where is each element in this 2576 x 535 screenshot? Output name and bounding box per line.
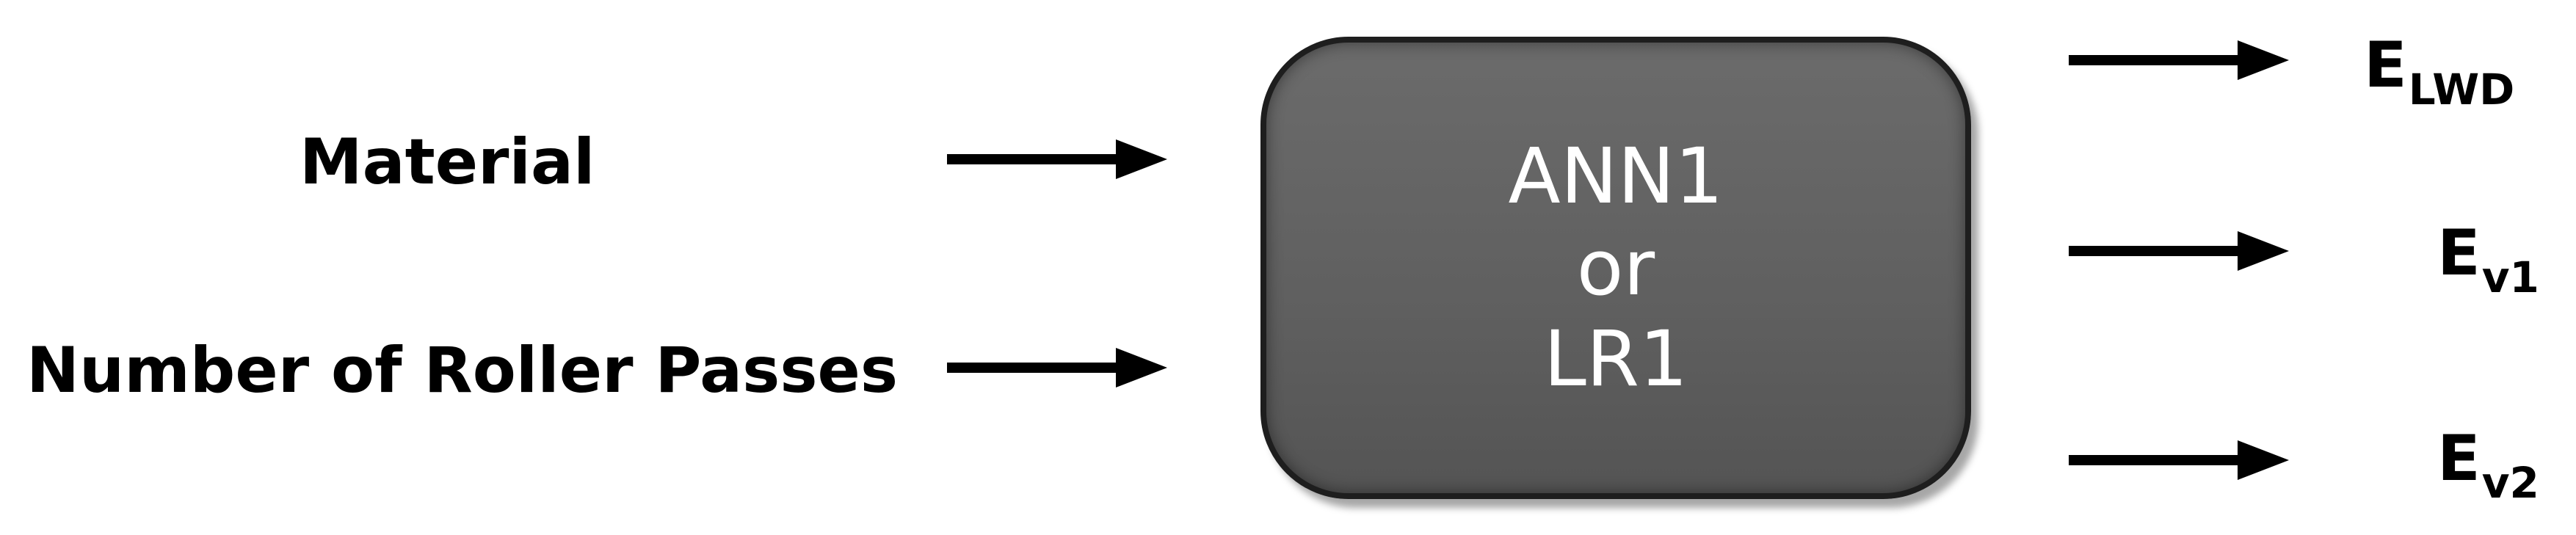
output-label-elwd-sub: LWD — [2408, 65, 2515, 114]
output-label-elwd-main: E — [2364, 29, 2407, 102]
model-label-ann1: ANN1 — [1508, 131, 1724, 221]
input-label-material: Material — [300, 125, 595, 199]
model-label-lr1: LR1 — [1543, 314, 1688, 404]
output-label-ev1: Ev1 — [2437, 222, 2539, 299]
output-arrow-ev1 — [2069, 231, 2289, 271]
output-label-ev1-sub: v1 — [2481, 252, 2539, 302]
model-label-or: or — [1576, 222, 1655, 313]
output-label-ev2-sub: v2 — [2481, 458, 2539, 508]
model-box: ANN1 or LR1 — [1260, 37, 1971, 499]
output-label-ev2-main: E — [2437, 422, 2481, 495]
output-arrow-elwd — [2069, 40, 2289, 80]
output-label-ev2: Ev2 — [2437, 427, 2539, 504]
output-label-ev1-main: E — [2437, 216, 2481, 290]
input-label-roller-passes: Number of Roller Passes — [26, 334, 899, 407]
input-arrow-roller-passes — [947, 348, 1167, 387]
input-arrow-material — [947, 139, 1167, 179]
output-arrow-ev2 — [2069, 440, 2289, 480]
output-label-elwd: ELWD — [2364, 34, 2514, 111]
